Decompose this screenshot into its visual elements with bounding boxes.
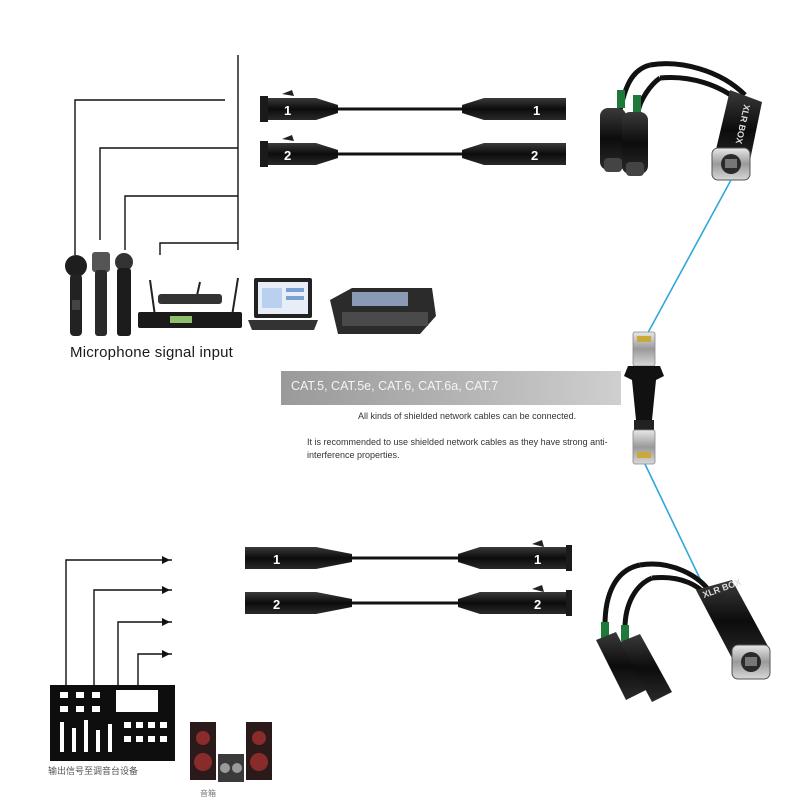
speaker-icon (218, 754, 244, 782)
xlr-connector-icon (622, 112, 648, 176)
xlr-cable-top-2 (260, 135, 566, 167)
xlr-box-bottom: XLR BOX (596, 561, 771, 702)
wireless-receiver-icon (138, 277, 242, 328)
mixing-console-icon (330, 288, 436, 334)
ethercon-port (731, 644, 771, 680)
ethercon-port (711, 147, 751, 181)
microphone-icon (65, 255, 87, 336)
xlr-connector-icon (596, 632, 646, 700)
xlr-channel-label: 1 (533, 103, 540, 118)
xlr-connector-icon (620, 634, 672, 702)
xlr-cable-bottom-1 (245, 540, 572, 571)
recommendation-note: It is recommended to use shielded networ… (307, 437, 608, 460)
xlr-connector-icon (600, 108, 626, 172)
speaker-icon (190, 722, 216, 780)
cable-types-text: CAT.5, CAT.5e, CAT.6, CAT.6a, CAT.7 (291, 379, 499, 393)
laptop-icon (248, 278, 318, 330)
input-routing-lines (74, 55, 239, 255)
output-routing-lines (65, 559, 172, 688)
cable-types-bar: CAT.5, CAT.5e, CAT.6, CAT.6a, CAT.7 (281, 371, 621, 405)
xlr-channel-label: 1 (273, 552, 280, 567)
xlr-cable-bottom-2 (245, 585, 572, 616)
xlr-channel-label: 2 (534, 597, 541, 612)
mixing-console-icon (50, 685, 175, 761)
speaker-icon (246, 722, 272, 780)
arrow-icon (162, 556, 170, 658)
microphone-icon (115, 253, 133, 336)
xlr-box-top: XLR BOX (600, 61, 762, 181)
microphone-icon (92, 252, 110, 336)
speaker-caption: 音箱 (200, 789, 216, 798)
rj45-plug-icon (624, 331, 664, 465)
xlr-channel-label: 2 (284, 148, 291, 163)
xlr-cable-top-1 (260, 90, 566, 122)
xlr-channel-label: 1 (284, 103, 291, 118)
output-to-mixer-caption: 输出信号至调音台设备 (48, 766, 139, 776)
microphone-signal-input-caption: Microphone signal input (70, 344, 234, 361)
xlr-channel-label: 2 (273, 597, 280, 612)
shielded-cable-note: All kinds of shielded network cables can… (358, 411, 577, 421)
xlr-channel-label: 2 (531, 148, 538, 163)
xlr-channel-label: 1 (534, 552, 541, 567)
